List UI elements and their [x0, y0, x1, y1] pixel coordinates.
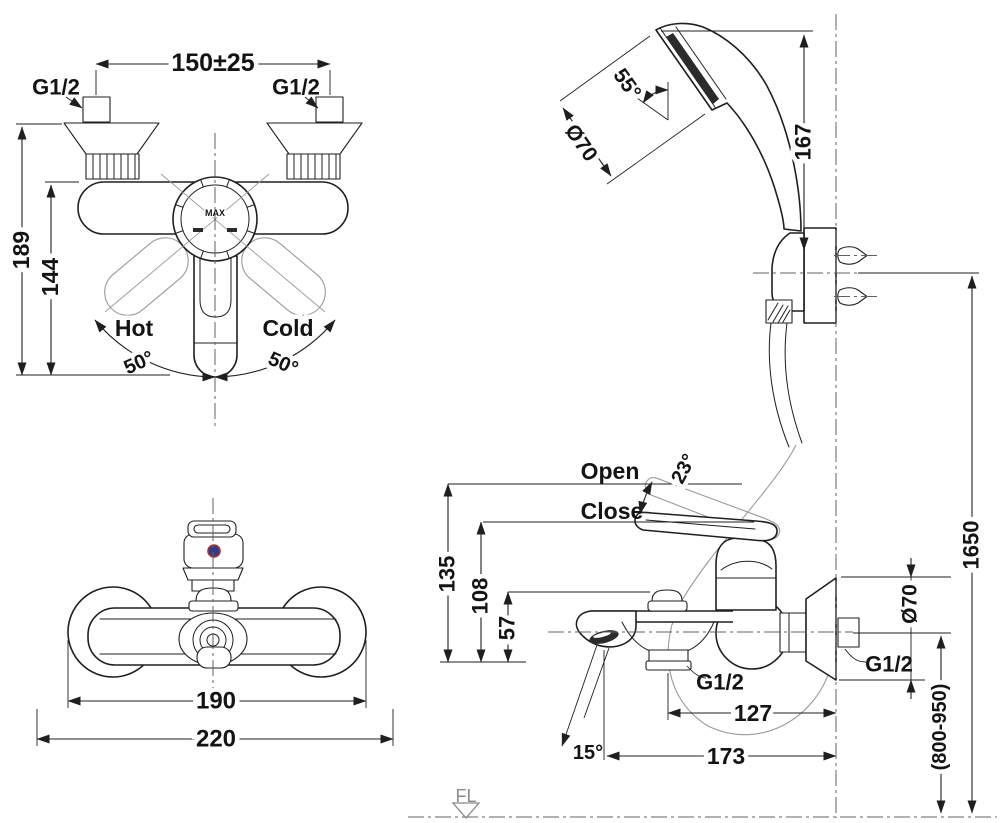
svg-text:108: 108 [468, 578, 493, 615]
temp-indicator-dot [207, 544, 221, 558]
hose-edge-left [768, 322, 790, 448]
dim-height-close: 108 [463, 521, 497, 663]
aerator [589, 630, 619, 644]
svg-text:G1/2: G1/2 [865, 652, 913, 677]
handle-mark-label: MAX [205, 208, 225, 218]
lever-angle-arc [638, 481, 653, 515]
thread-callout-right: G1/2 [272, 75, 320, 109]
lever-closed [634, 511, 778, 542]
svg-text:1650: 1650 [959, 521, 984, 570]
dim-shower-top-height: 1650 [858, 272, 988, 814]
hot-label: Hot [115, 315, 154, 341]
hose-nut [765, 299, 793, 324]
thread-callout-left: G1/2 [32, 75, 83, 109]
svg-text:55°: 55° [608, 64, 645, 103]
swing-arc-right [214, 319, 336, 382]
shower-head-body [655, 22, 802, 232]
swing-arc-left [94, 319, 216, 382]
dim-height-total: 189 [4, 123, 170, 376]
inlet-left [63, 96, 160, 180]
dim-spout-angle: 15° [561, 644, 610, 764]
dim-height-open: 135 [430, 483, 464, 663]
svg-text:127: 127 [734, 700, 772, 726]
outlet-thread-callout: G1/2 [686, 665, 744, 695]
svg-text:144: 144 [37, 258, 63, 297]
dim-flange-diameter: Ø70 [839, 558, 951, 699]
wall-thread-callout: G1/2 [844, 648, 913, 677]
floor-level: FL [408, 786, 997, 819]
dim-head-angle: 55° [604, 60, 669, 121]
dim-outlet-to-wall: 127 [667, 673, 837, 731]
wall-flange [805, 577, 837, 681]
bracket-holder [771, 232, 805, 312]
svg-text:167: 167 [791, 124, 816, 161]
svg-text:220: 220 [196, 726, 236, 753]
diverter-knob-side [647, 589, 688, 612]
svg-text:G1/2: G1/2 [272, 75, 320, 100]
bracket-block [803, 227, 837, 324]
dim-inlet-spacing: 150±25 [95, 45, 331, 95]
swing-angle-left: 50° [121, 347, 158, 379]
svg-text:(800-950): (800-950) [929, 684, 951, 771]
dim-spout-to-wall: 173 [603, 650, 837, 774]
wall-screw-top [834, 246, 880, 265]
inlet-right [266, 96, 363, 180]
swing-angle-right: 50° [265, 348, 302, 380]
svg-text:135: 135 [435, 556, 460, 593]
side-view: Open Close 23° 135 108 57 15° [430, 272, 988, 814]
svg-text:189: 189 [8, 231, 34, 269]
svg-text:150±25: 150±25 [171, 49, 254, 77]
outlet-nut [648, 649, 689, 662]
svg-text:190: 190 [196, 688, 236, 715]
open-label: Open [581, 458, 640, 484]
spray-face [666, 33, 719, 104]
svg-text:G1/2: G1/2 [696, 670, 744, 695]
lever-angle-label: 23° [667, 450, 701, 487]
dim-overall-width: 220 [36, 709, 394, 757]
dim-head-height: 167 [661, 30, 820, 251]
svg-text:57: 57 [495, 616, 520, 640]
close-label: Close [581, 498, 644, 524]
front-view: MAX Hot Cold 50° 50° 150±25 G1/2 G1/2 [4, 45, 363, 430]
dim-mounting-height: (800-950) [853, 632, 956, 814]
cold-label: Cold [262, 315, 313, 341]
svg-text:173: 173 [707, 743, 745, 769]
svg-text:G1/2: G1/2 [32, 75, 80, 100]
svg-text:Ø70: Ø70 [899, 584, 922, 624]
dim-height-handle: 144 [33, 181, 79, 376]
hose-edge-right [784, 322, 803, 444]
dim-escutcheon-width: 190 [67, 640, 367, 719]
svg-text:15°: 15° [573, 742, 603, 764]
cartridge-housing [715, 537, 777, 611]
swing-centerlines [104, 173, 326, 313]
bottom-view: 190 220 [36, 498, 394, 757]
svg-text:Ø70: Ø70 [560, 120, 602, 166]
dim-height-body: 57 [490, 591, 650, 663]
wall-screw-bottom [834, 287, 880, 306]
floor-label: FL [455, 786, 476, 806]
floor-level-icon [451, 802, 481, 819]
